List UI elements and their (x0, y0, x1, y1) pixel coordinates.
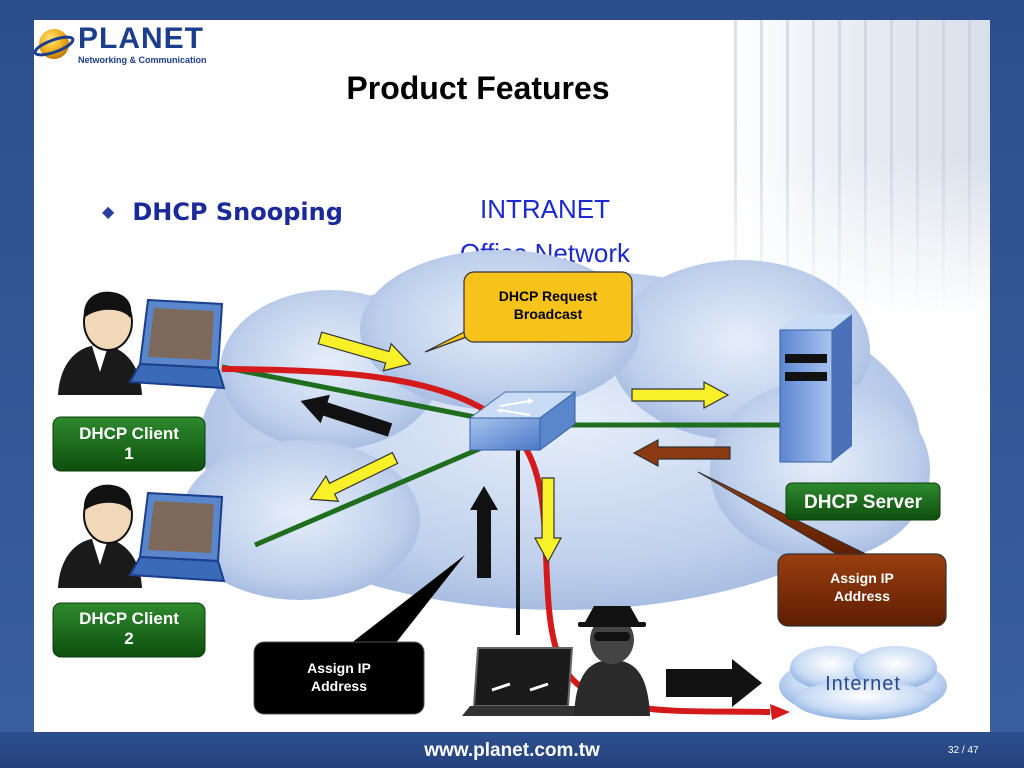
request-broadcast-callout (424, 271, 633, 353)
request-broadcast-text: DHCP Request Broadcast (498, 288, 598, 322)
network-links (221, 364, 810, 635)
dhcp-client-1-icon (58, 291, 226, 395)
rogue-dhcp-laptop-icon (462, 647, 586, 716)
server-label: DHCP Server (804, 492, 922, 513)
bullet-item: ◆ DHCP Snooping (102, 198, 343, 226)
server-assign-callout (697, 471, 947, 627)
hacker-icon (574, 606, 650, 716)
black-arrow-up (470, 486, 498, 578)
footer-url: www.planet.com.tw (424, 740, 600, 761)
red-path-arrowhead (770, 704, 790, 720)
client-2-label-box (52, 602, 206, 658)
rogue-assign-callout (253, 555, 465, 715)
server-assign-text: Assign IP Address (830, 570, 894, 604)
rogue-assign-text: Assign IP Address (307, 660, 371, 694)
footer-bar (0, 732, 1024, 768)
dhcp-client-2-icon (58, 484, 226, 588)
internet-cloud-icon (779, 646, 947, 720)
intranet-heading: INTRANET (480, 194, 610, 224)
network-switch-icon (468, 391, 577, 451)
yellow-arrow-to-client-2 (309, 451, 399, 502)
logo-wordmark: PLANET (78, 22, 204, 55)
black-arrow-to-client-1 (300, 394, 393, 437)
client-1-label: DHCP Client 1 (79, 424, 179, 464)
internet-label: Internet (825, 673, 901, 695)
page-number: 32 / 47 (948, 745, 979, 756)
slide-title: Product Features (346, 70, 610, 106)
planet-globe-icon (34, 29, 75, 59)
yellow-arrow-to-switch (317, 331, 412, 372)
logo-tagline: Networking & Communication (78, 55, 207, 65)
bullet-text: DHCP Snooping (132, 198, 343, 226)
black-arrow-to-internet (666, 659, 762, 707)
planet-logo: PLANET Networking & Communication (34, 22, 207, 66)
yellow-arrow-down (533, 477, 563, 564)
yellow-arrow-to-server (631, 380, 730, 410)
brown-arrow-from-server (632, 438, 731, 468)
client-2-label: DHCP Client 2 (79, 609, 179, 649)
server-label-box (785, 482, 941, 521)
diamond-bullet-icon: ◆ (102, 202, 115, 221)
dhcp-server-tower-icon (779, 314, 852, 463)
client-1-label-box (52, 416, 206, 472)
